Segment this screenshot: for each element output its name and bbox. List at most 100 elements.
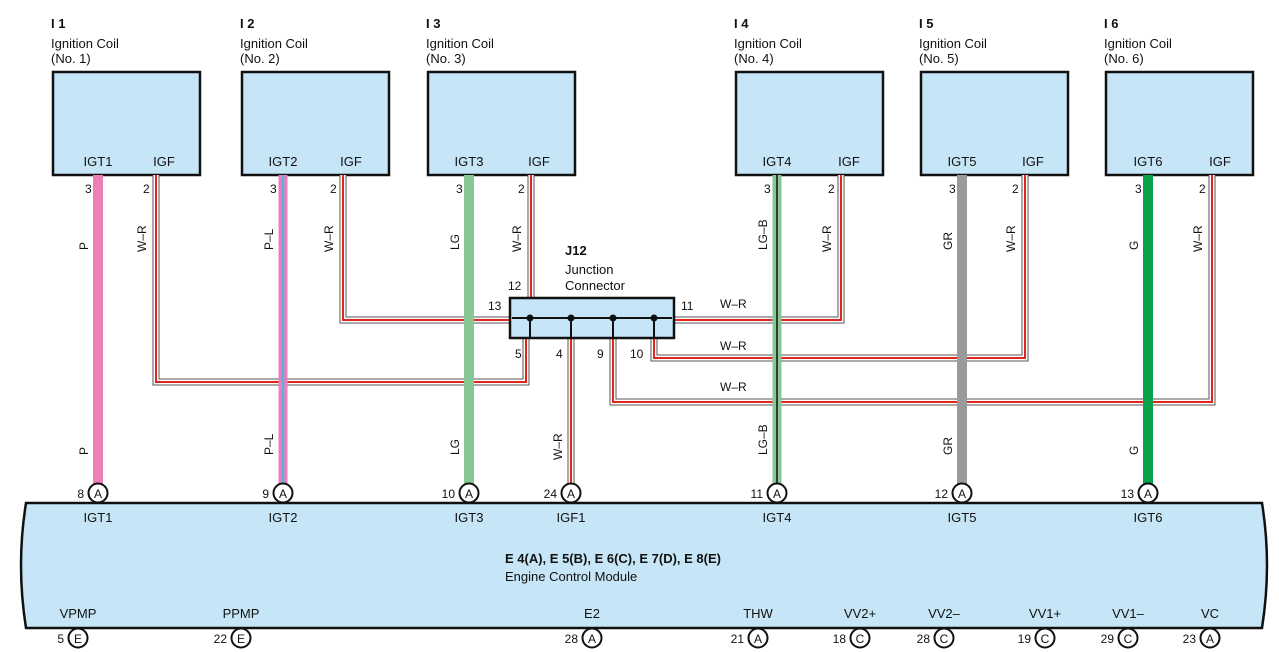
- junction-pin-10: 10: [630, 347, 644, 361]
- coil-pin-igt: 3: [949, 182, 956, 196]
- igt-wire-color: P–L: [262, 228, 276, 250]
- coil-pin-igf: 2: [1012, 182, 1019, 196]
- igf-wire-color: W–R: [510, 225, 524, 252]
- coil-pin-igf: 2: [330, 182, 337, 196]
- coil-pin-igf: 2: [828, 182, 835, 196]
- coil-pin-igt: 3: [1135, 182, 1142, 196]
- terminal-label: VV1+: [1029, 606, 1061, 621]
- coil-number: (No. 1): [51, 51, 91, 66]
- igf-wire-coil4-stripe: [674, 175, 842, 321]
- coil-terminal-igt: IGT2: [269, 154, 298, 169]
- junction-wire-label: W–R: [720, 339, 747, 353]
- coil-pin-igt: 3: [85, 182, 92, 196]
- coil-name: Ignition Coil: [51, 36, 119, 51]
- igf-wire-color: W–R: [135, 225, 149, 252]
- igf-wire-color: W–R: [1191, 225, 1205, 252]
- igf-wire-coil5-stripe: [653, 175, 1026, 359]
- igf1-wire-color: W–R: [551, 433, 565, 460]
- junction-pin-4: 4: [556, 347, 563, 361]
- connector-letter: C: [1041, 632, 1050, 646]
- coil-name: Ignition Coil: [1104, 36, 1172, 51]
- terminal-label: PPMP: [223, 606, 260, 621]
- connector-letter: A: [465, 487, 473, 501]
- terminal-label: IGT5: [948, 510, 977, 525]
- coil-pin-igf: 2: [143, 182, 150, 196]
- igf-wire-coil2: [339, 175, 510, 324]
- coil-number: (No. 5): [919, 51, 959, 66]
- igt-wire-color: LG–B: [756, 219, 770, 250]
- connector-letter: A: [754, 632, 762, 646]
- junction-label-line2: Connector: [565, 278, 626, 293]
- junction-wire-label: W–R: [720, 297, 747, 311]
- igt-wire-color: G: [1127, 446, 1141, 455]
- connector-circle: [87, 482, 109, 504]
- coil-pin-igf: 2: [1199, 182, 1206, 196]
- terminal-number: 24: [544, 487, 558, 501]
- terminal-number: 11: [751, 487, 764, 501]
- igf-wire-color: W–R: [1004, 225, 1018, 252]
- terminal-number: 21: [731, 632, 745, 646]
- terminal-number: 29: [1101, 632, 1115, 646]
- connector-letter: C: [940, 632, 949, 646]
- wires: [93, 175, 1216, 487]
- connector-letter: E: [74, 632, 82, 646]
- igf-wire-color: W–R: [322, 225, 336, 252]
- connector-letter: A: [94, 487, 102, 501]
- coil-pin-igt: 3: [456, 182, 463, 196]
- connector-letter: C: [1124, 632, 1133, 646]
- terminal-number: 28: [917, 632, 931, 646]
- connector-letter: A: [1206, 632, 1214, 646]
- terminal-number: 13: [1121, 487, 1135, 501]
- terminal-label: VC: [1201, 606, 1219, 621]
- junction-pin-5: 5: [515, 347, 522, 361]
- terminal-label: VV2+: [844, 606, 876, 621]
- coil-terminal-igt: IGT6: [1134, 154, 1163, 169]
- connector-letter: A: [588, 632, 596, 646]
- junction-wire-label: W–R: [720, 380, 747, 394]
- igt-wire-color: LG: [448, 439, 462, 455]
- ecm-title: E 4(A), E 5(B), E 6(C), E 7(D), E 8(E): [505, 551, 721, 566]
- terminal-number: 10: [442, 487, 456, 501]
- connector-circle: [1034, 627, 1056, 649]
- connector-circle: [849, 627, 871, 649]
- terminal-label: IGT3: [455, 510, 484, 525]
- terminal-label: VPMP: [60, 606, 97, 621]
- ecm-subtitle: Engine Control Module: [505, 569, 637, 584]
- terminal-number: 12: [935, 487, 949, 501]
- connector-letter: A: [279, 487, 287, 501]
- coil-box: [426, 70, 577, 177]
- terminal-label: IGT2: [269, 510, 298, 525]
- coil-terminal-igf: IGF: [153, 154, 175, 169]
- terminal-number: 18: [833, 632, 847, 646]
- connector-circle: [458, 482, 480, 504]
- coil-terminal-igf: IGF: [528, 154, 550, 169]
- terminal-label: IGF1: [557, 510, 586, 525]
- igf-wire-coil6-stripe: [612, 175, 1213, 403]
- coil-pin-igt: 3: [764, 182, 771, 196]
- coil-pin-igt: 3: [270, 182, 277, 196]
- connector-letter: E: [237, 632, 245, 646]
- connector-circle: [272, 482, 294, 504]
- terminal-label: IGT4: [763, 510, 792, 525]
- igt-wire-color: GR: [941, 437, 955, 455]
- igt-wire-color: P–L: [262, 433, 276, 455]
- terminal-label: IGT1: [84, 510, 113, 525]
- coil-box: [734, 70, 885, 177]
- coil-terminal-igt: IGT4: [763, 154, 792, 169]
- junction-pin-9: 9: [597, 347, 604, 361]
